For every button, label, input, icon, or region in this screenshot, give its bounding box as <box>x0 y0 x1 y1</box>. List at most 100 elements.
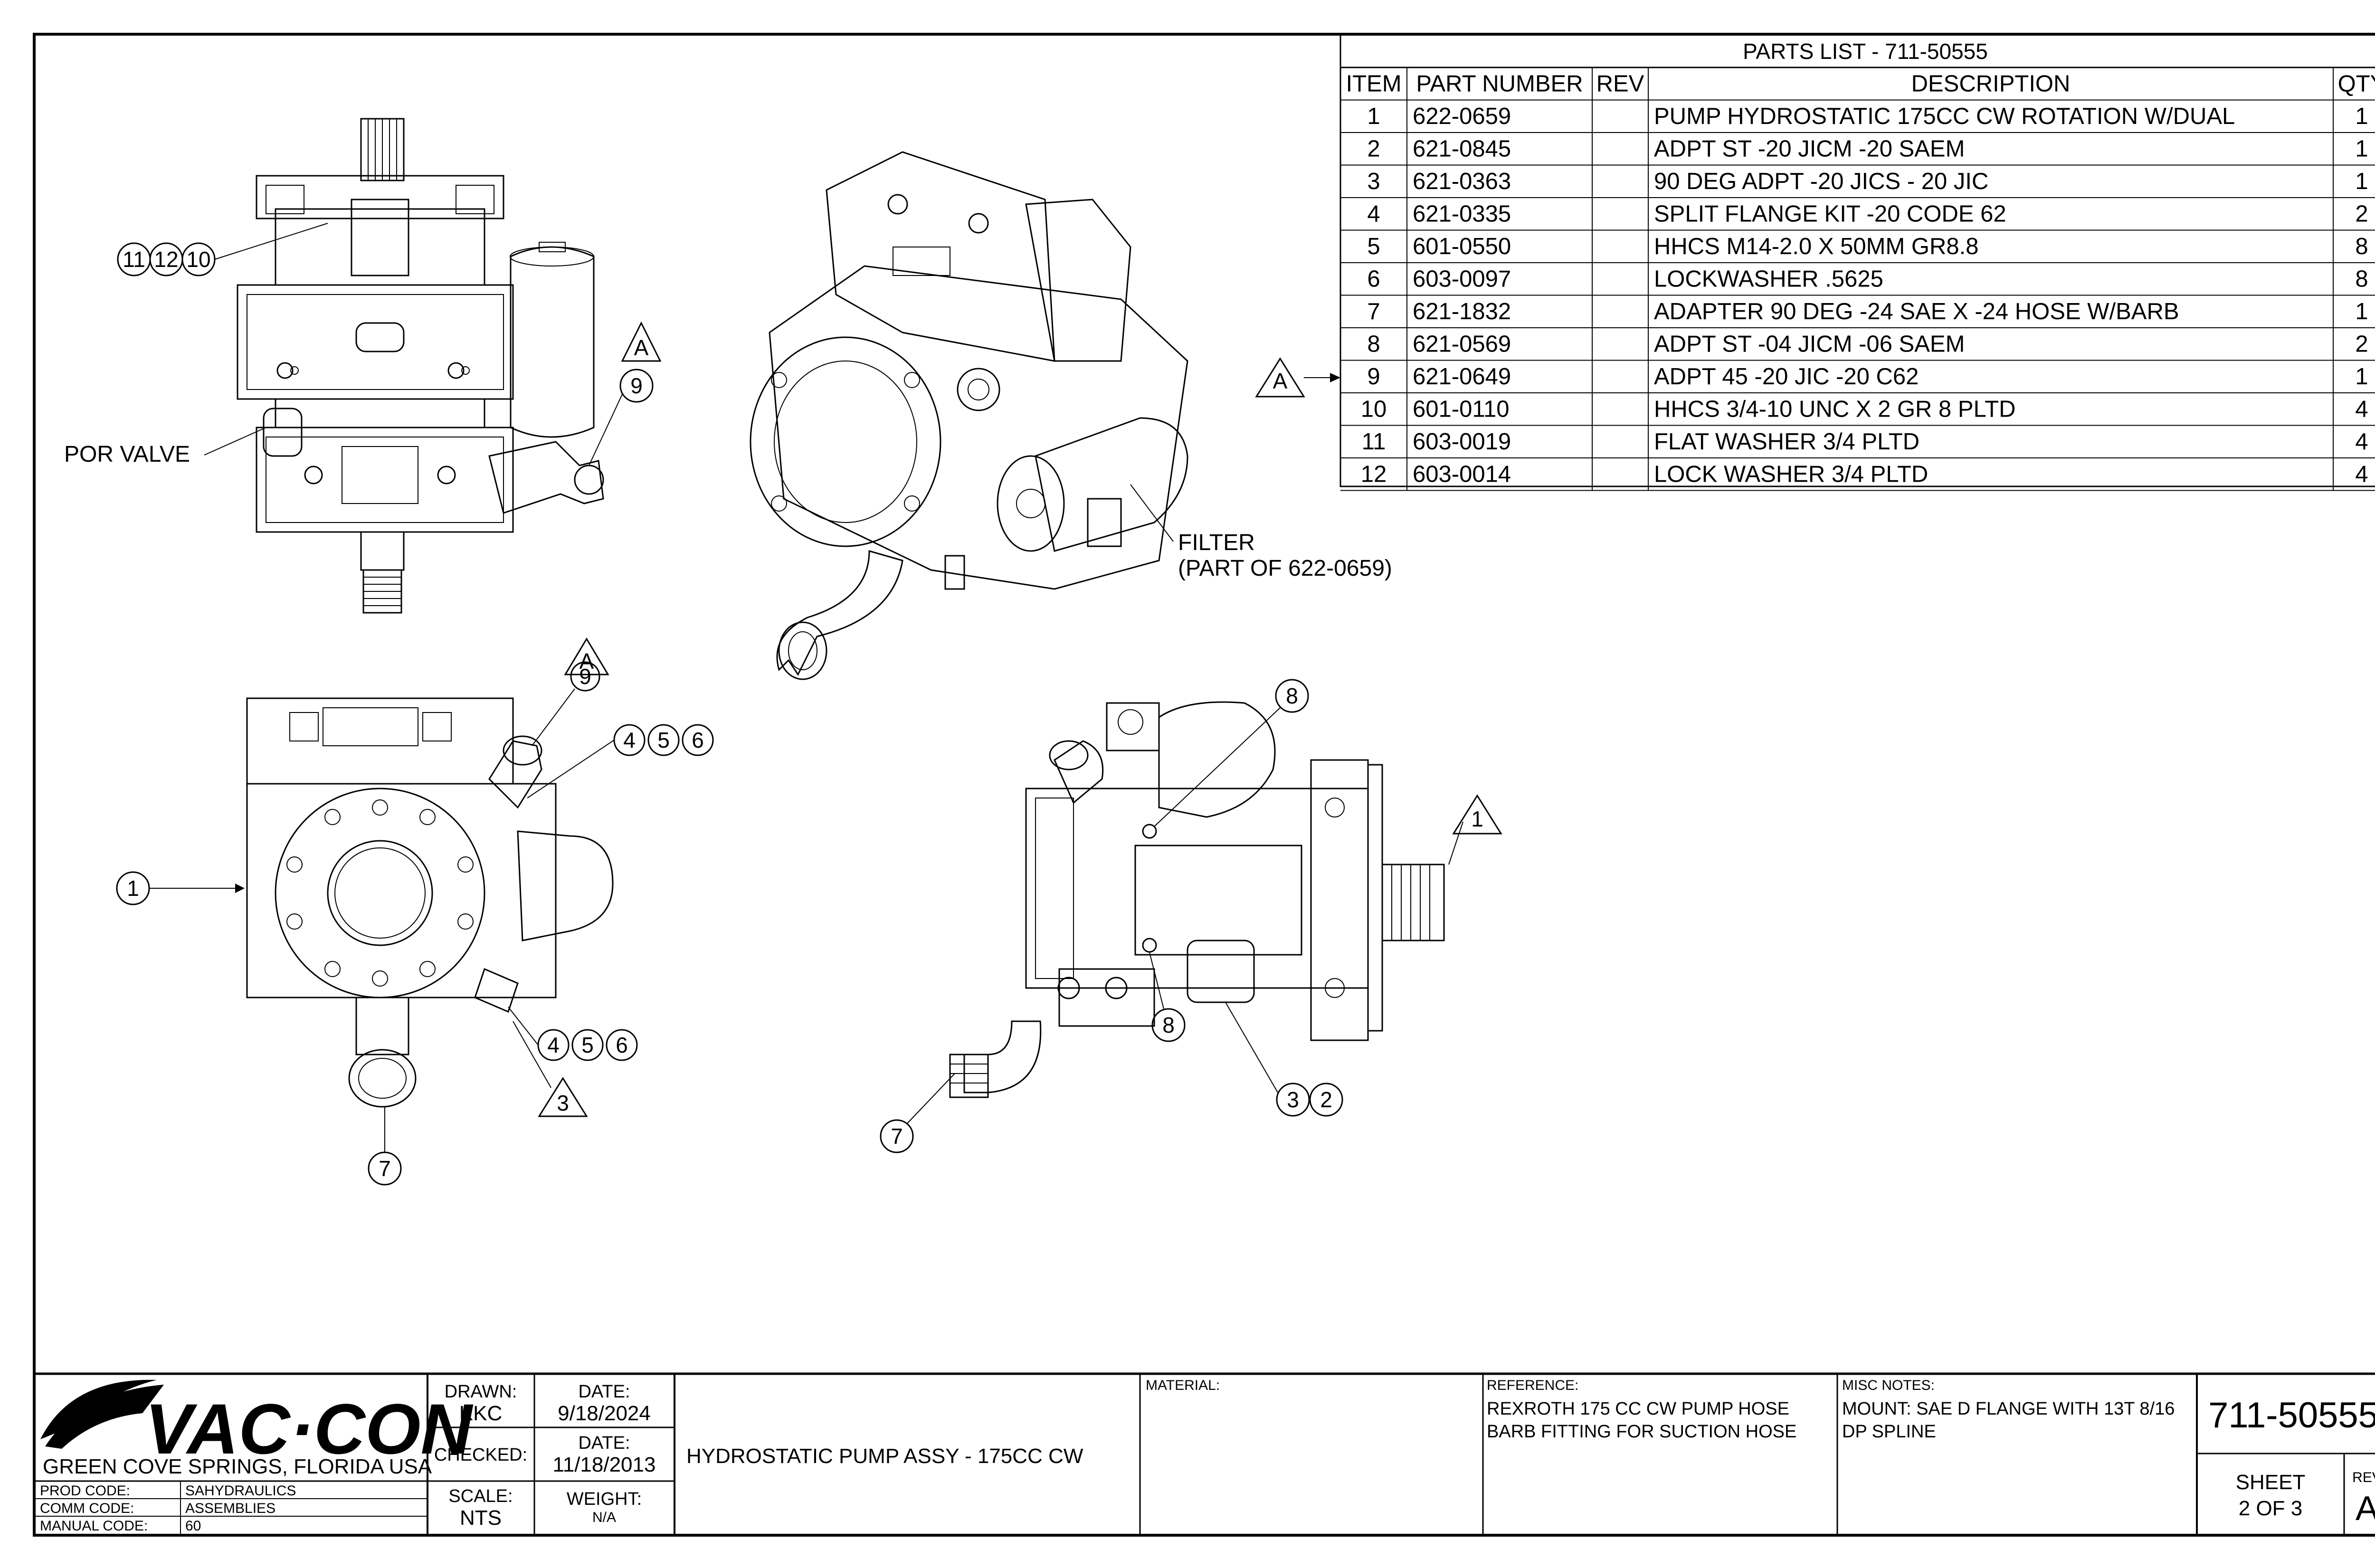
pump-rear-view <box>246 697 614 1108</box>
parts-row-item: 1 <box>1367 104 1380 129</box>
balloon-6-b <box>606 1029 638 1061</box>
pump-side-view <box>949 701 1445 1098</box>
manual-code-label: MANUAL CODE: <box>40 1518 148 1534</box>
balloon-2-right-label: 2 <box>1320 1087 1332 1112</box>
filter-part-label: (PART OF 622-0659) <box>1178 556 1392 581</box>
balloon-12-label: 12 <box>154 247 178 272</box>
side-view-callouts: 8 1 8 3 2 7 <box>880 679 1502 1153</box>
checked-label: CHECKED: <box>434 1445 527 1465</box>
por-valve-label: POR VALVE <box>64 442 190 467</box>
parts-row-item: 2 <box>1367 136 1380 162</box>
parts-row-part-number: 601-0550 <box>1413 234 1511 259</box>
parts-row-description: PUMP HYDROSTATIC 175CC CW ROTATION W/DUA… <box>1654 104 2235 129</box>
balloon-6-b-label: 6 <box>616 1033 628 1057</box>
reference-line-1: REXROTH 175 CC CW PUMP HOSE <box>1487 1399 1789 1419</box>
rear-view-callouts: A 9 4 5 6 1 4 5 6 3 7 <box>116 637 714 1186</box>
parts-row-qty: 1 <box>2355 299 2368 324</box>
flag-3-mid-label: 3 <box>557 1091 569 1115</box>
drawing-border <box>33 33 2375 1537</box>
parts-row-description: LOCK WASHER 3/4 PLTD <box>1654 462 1928 487</box>
manual-code-value: 60 <box>185 1518 201 1534</box>
parts-row-part-number: 621-0363 <box>1413 169 1511 194</box>
drawn-value: KKC <box>459 1402 502 1425</box>
checked-date-label: DATE: <box>578 1433 630 1453</box>
parts-row-qty: 4 <box>2355 397 2368 422</box>
parts-row-description: FLAT WASHER 3/4 PLTD <box>1654 429 1919 455</box>
balloon-8-top <box>1275 679 1309 713</box>
parts-list-title: PARTS LIST - 711-50555 <box>1743 39 1988 64</box>
parts-row-description: HHCS M14-2.0 X 50MM GR8.8 <box>1654 234 1979 259</box>
parts-row-part-number: 603-0014 <box>1413 462 1511 487</box>
flag-a-top-label: A <box>634 335 649 360</box>
sheet-label: SHEET <box>2236 1471 2306 1494</box>
col-header-qty: QTY <box>2338 71 2375 97</box>
reference-line-2: BARB FITTING FOR SUCTION HOSE <box>1487 1422 1796 1442</box>
parts-row-part-number: 603-0019 <box>1413 429 1511 455</box>
parts-row-part-number: 621-1832 <box>1413 299 1511 324</box>
scale-value: NTS <box>460 1506 502 1530</box>
balloon-7-right-label: 7 <box>891 1124 903 1149</box>
material-label: MATERIAL: <box>1146 1378 1220 1393</box>
misc-notes-line-1: MOUNT: SAE D FLANGE WITH 13T 8/16 <box>1842 1399 2175 1419</box>
parts-row-qty: 8 <box>2355 234 2368 259</box>
balloon-3-right <box>1276 1083 1310 1117</box>
drawn-date-value: 9/18/2024 <box>558 1402 651 1425</box>
balloon-5-a <box>647 724 680 756</box>
title-block: VAC·CON GREEN COVE SPRINGS, FLORIDA USA … <box>33 1372 2375 1537</box>
col-header-description: DESCRIPTION <box>1911 71 2071 97</box>
balloon-8-top-label: 8 <box>1286 684 1298 708</box>
parts-row-description: 90 DEG ADPT -20 JICS - 20 JIC <box>1654 169 1988 194</box>
drawing-title: HYDROSTATIC PUMP ASSY - 175CC CW <box>686 1444 1083 1468</box>
comm-code-label: COMM CODE: <box>40 1501 134 1516</box>
parts-row-description: ADPT ST -20 JICM -20 SAEM <box>1654 136 1965 162</box>
reference-label: REFERENCE: <box>1487 1378 1578 1393</box>
misc-notes-label: MISC NOTES: <box>1842 1378 1935 1393</box>
parts-row-part-number: 621-0335 <box>1413 201 1511 227</box>
flag-a-mid-label: A <box>580 649 594 674</box>
balloon-1-mid-label: 1 <box>127 876 139 901</box>
balloon-8-bottom-label: 8 <box>1162 1013 1175 1037</box>
parts-row-item: 3 <box>1367 169 1380 194</box>
company-location: GREEN COVE SPRINGS, FLORIDA USA <box>43 1455 432 1478</box>
col-header-rev: REV <box>1596 71 1644 97</box>
flag-a-mid <box>564 637 609 675</box>
flag-1-right <box>1452 794 1502 835</box>
balloon-6-a <box>682 724 714 756</box>
parts-row-qty: 2 <box>2355 201 2368 227</box>
parts-row-part-number: 603-0097 <box>1413 266 1511 292</box>
parts-row-item: 8 <box>1367 332 1380 357</box>
rev-label: REV <box>2352 1470 2375 1485</box>
parts-row-part-number: 621-0569 <box>1413 332 1511 357</box>
pump-isometric-view <box>750 151 1188 680</box>
parts-row-qty: 2 <box>2355 332 2368 357</box>
parts-row-item: 9 <box>1367 364 1380 390</box>
balloon-10-label: 10 <box>186 247 210 272</box>
comm-code-value: ASSEMBLIES <box>185 1501 276 1516</box>
balloon-5-b-label: 5 <box>581 1033 594 1057</box>
rev-value: A <box>2356 1490 2375 1528</box>
balloon-9-top-label: 9 <box>630 373 643 398</box>
flag-a-iso <box>1255 357 1305 398</box>
parts-row-part-number: 621-0649 <box>1413 364 1511 390</box>
company-logo: VAC·CON <box>40 1379 474 1469</box>
flag-a-top <box>621 321 662 362</box>
parts-row-item: 11 <box>1362 429 1386 455</box>
parts-row-part-number: 622-0659 <box>1413 104 1511 129</box>
parts-row-part-number: 601-0110 <box>1413 397 1509 422</box>
balloon-2-right <box>1309 1083 1343 1117</box>
parts-row-qty: 4 <box>2355 429 2368 455</box>
balloon-9-top <box>619 369 654 403</box>
drawn-date-label: DATE: <box>578 1382 630 1402</box>
balloon-11-label: 11 <box>123 247 145 272</box>
flag-3-mid <box>538 1077 588 1117</box>
parts-row-qty: 1 <box>2355 169 2368 194</box>
col-header-item: ITEM <box>1346 71 1401 97</box>
sheet-value: 2 OF 3 <box>2239 1497 2303 1520</box>
balloon-3-right-label: 3 <box>1287 1087 1299 1112</box>
pump-front-view <box>237 118 604 614</box>
parts-row-item: 6 <box>1367 266 1380 292</box>
prod-code-value: SAHYDRAULICS <box>185 1483 296 1499</box>
parts-row-item: 5 <box>1367 234 1380 259</box>
